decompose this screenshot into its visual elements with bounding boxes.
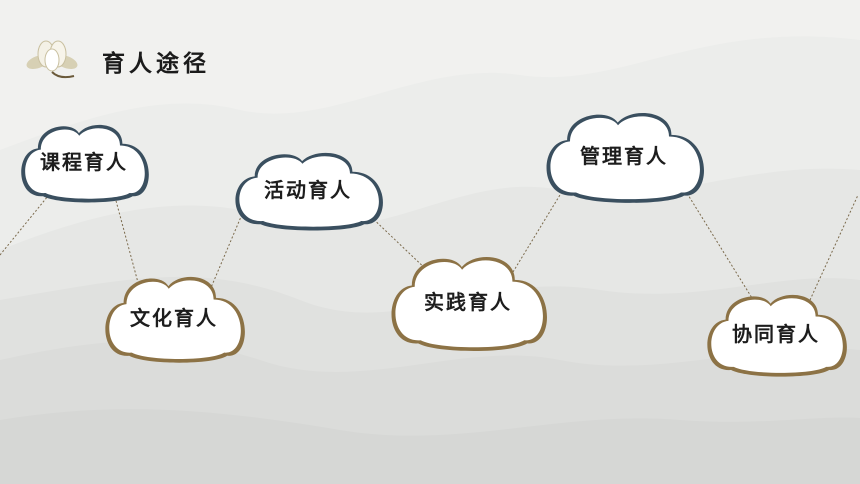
connector-lines (0, 189, 859, 301)
cloud-label-wenhua: 文化育人 (130, 306, 218, 330)
cloud-kecheng: 课程育人 (21, 124, 149, 203)
cloud-label-guanli: 管理育人 (580, 144, 668, 168)
cloud-fill (395, 260, 543, 348)
cloud-fill (109, 280, 241, 360)
cloud-guanli: 管理育人 (546, 112, 705, 203)
cloud-fill (711, 298, 843, 373)
cloud-huodong: 活动育人 (235, 152, 383, 231)
page-title: 育人途径 (102, 50, 210, 77)
cloud-label-shijian: 实践育人 (424, 290, 512, 314)
cloud-label-huodong: 活动育人 (264, 178, 352, 202)
cloud-wenhua: 文化育人 (105, 276, 245, 363)
magnolia-flower-icon (26, 40, 78, 79)
cloud-fill (239, 156, 379, 227)
cloud-xietong: 协同育人 (707, 294, 847, 377)
cloud-fill (25, 128, 145, 199)
cloud-label-xietong: 协同育人 (732, 322, 820, 346)
cloud-label-kecheng: 课程育人 (40, 150, 128, 174)
cloud-shijian: 实践育人 (391, 257, 547, 351)
cloud-fill (550, 116, 700, 200)
mountain-background (0, 36, 860, 484)
